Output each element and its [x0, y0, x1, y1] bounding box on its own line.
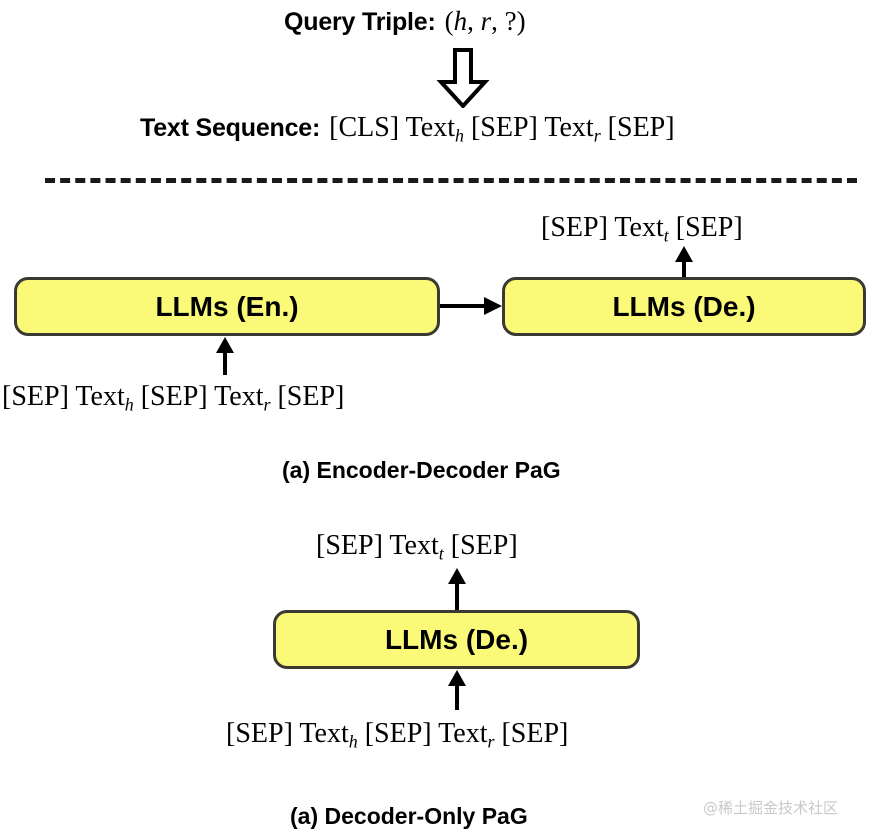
- panel-a-decoder-label: LLMs (De.): [612, 290, 756, 322]
- panel-a-encoder-decoder-arrow-icon: [440, 292, 504, 320]
- cls-token: [CLS]: [329, 112, 400, 143]
- text-rel-base: Text: [214, 381, 264, 412]
- sep-token-0: [SEP]: [316, 530, 383, 561]
- sep-token-1: [SEP]: [364, 718, 432, 749]
- panel-b-input-decoder-arrow-icon: [443, 670, 471, 710]
- panel-a-input-sequence: [SEP] Texth [SEP] Textr [SEP]: [2, 381, 344, 413]
- text-rel-base: Text: [544, 112, 594, 143]
- text-rel-sub: r: [487, 731, 495, 752]
- text-head-base: Text: [405, 112, 455, 143]
- sep-token-1: [SEP]: [140, 381, 208, 412]
- text-rel-token: Textr: [544, 112, 601, 146]
- text-rel-token: Textr: [438, 718, 495, 752]
- panel-b-decoder-output-arrow-icon: [443, 568, 471, 612]
- text-rel-sub: r: [593, 125, 601, 146]
- watermark: @稀土掘金技术社区: [703, 799, 839, 817]
- text-head-sub: h: [348, 731, 358, 752]
- sep-token-2: [SEP]: [501, 718, 569, 749]
- text-sequence-value: [CLS] Texth [SEP] Textr [SEP]: [329, 112, 674, 144]
- panel-a-encoder-box[interactable]: LLMs (En.): [14, 277, 440, 336]
- dashed-divider: [45, 178, 857, 183]
- sep-token-1: [SEP]: [675, 212, 743, 243]
- text-head-token: Texth: [405, 112, 464, 146]
- text-tail-token: Textt: [389, 530, 444, 564]
- panel-b-decoder-label: LLMs (De.): [384, 623, 529, 655]
- var-h: h: [453, 6, 468, 36]
- text-head-sub: h: [124, 394, 134, 415]
- comma-1: ,: [467, 6, 481, 36]
- text-rel-sub: r: [263, 394, 271, 415]
- sep-token-0: [SEP]: [226, 718, 293, 749]
- panel-a-decoder-box[interactable]: LLMs (De.): [502, 277, 866, 336]
- text-head-sub: h: [454, 125, 464, 146]
- panel-b-input-sequence: [SEP] Texth [SEP] Textr [SEP]: [226, 718, 568, 750]
- text-rel-token: Textr: [214, 381, 271, 415]
- panel-a-output-sequence: [SEP] Textt [SEP]: [541, 212, 743, 244]
- query-triple-row: Query Triple: (h, r, ?): [284, 6, 526, 37]
- panel-a-caption: (a) Encoder-Decoder PaG: [282, 457, 561, 483]
- text-tail-base: Text: [389, 530, 439, 561]
- text-rel-base: Text: [438, 718, 488, 749]
- text-head-token: Texth: [75, 381, 134, 415]
- sep-token-0: [SEP]: [2, 381, 69, 412]
- comma-2: ,: [491, 6, 505, 36]
- panel-b-caption: (a) Decoder-Only PaG: [290, 803, 528, 829]
- text-head-base: Text: [75, 381, 125, 412]
- query-triple-expression: (h, r, ?): [445, 6, 526, 37]
- text-tail-token: Textt: [614, 212, 669, 246]
- text-head-token: Texth: [299, 718, 358, 752]
- text-sequence-row: Text Sequence: [CLS] Texth [SEP] Textr […: [140, 112, 675, 144]
- var-r: r: [480, 6, 492, 36]
- sep-token-2: [SEP]: [607, 112, 675, 143]
- text-tail-sub: t: [438, 543, 444, 564]
- paren-open: (: [444, 6, 454, 36]
- text-tail-base: Text: [614, 212, 664, 243]
- panel-b-output-sequence: [SEP] Textt [SEP]: [316, 530, 518, 562]
- panel-a-decoder-output-arrow-icon: [670, 246, 698, 280]
- sep-token-0: [SEP]: [541, 212, 608, 243]
- query-triple-label: Query Triple:: [284, 8, 436, 36]
- panel-b-decoder-box[interactable]: LLMs (De.): [273, 610, 640, 669]
- text-sequence-label: Text Sequence:: [140, 114, 321, 142]
- sep-token-1: [SEP]: [450, 530, 518, 561]
- sep-token-1: [SEP]: [470, 112, 538, 143]
- panel-a-input-encoder-arrow-icon: [211, 337, 239, 375]
- panel-a-encoder-label: LLMs (En.): [155, 290, 299, 322]
- text-tail-sub: t: [663, 225, 669, 246]
- unknown-tail: ?: [504, 6, 517, 36]
- text-head-base: Text: [299, 718, 349, 749]
- block-down-arrow-icon: [435, 48, 491, 113]
- paren-close: ): [516, 6, 526, 36]
- sep-token-2: [SEP]: [277, 381, 345, 412]
